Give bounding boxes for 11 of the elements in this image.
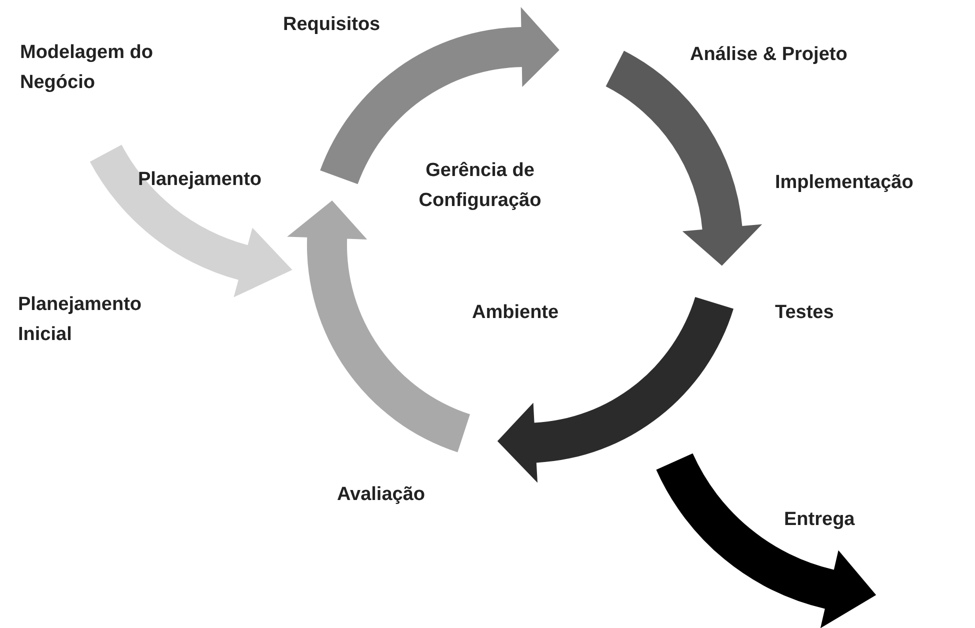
phase-label: Entrega: [784, 508, 856, 532]
phase-label: Modelagem do Negócio: [20, 41, 154, 95]
phase-label: Gerência de Configuração: [418, 159, 542, 213]
phase-label: Implementação: [775, 171, 914, 195]
phase-label: Planejamento: [138, 168, 263, 192]
phase-label: Análise & Projeto: [690, 43, 848, 67]
phase-label: Testes: [775, 301, 835, 325]
phase-label: Planejamento Inicial: [18, 293, 143, 347]
phase-label: Requisitos: [283, 13, 382, 37]
phase-label: Ambiente: [472, 301, 560, 325]
phase-label: Avaliação: [337, 483, 426, 507]
